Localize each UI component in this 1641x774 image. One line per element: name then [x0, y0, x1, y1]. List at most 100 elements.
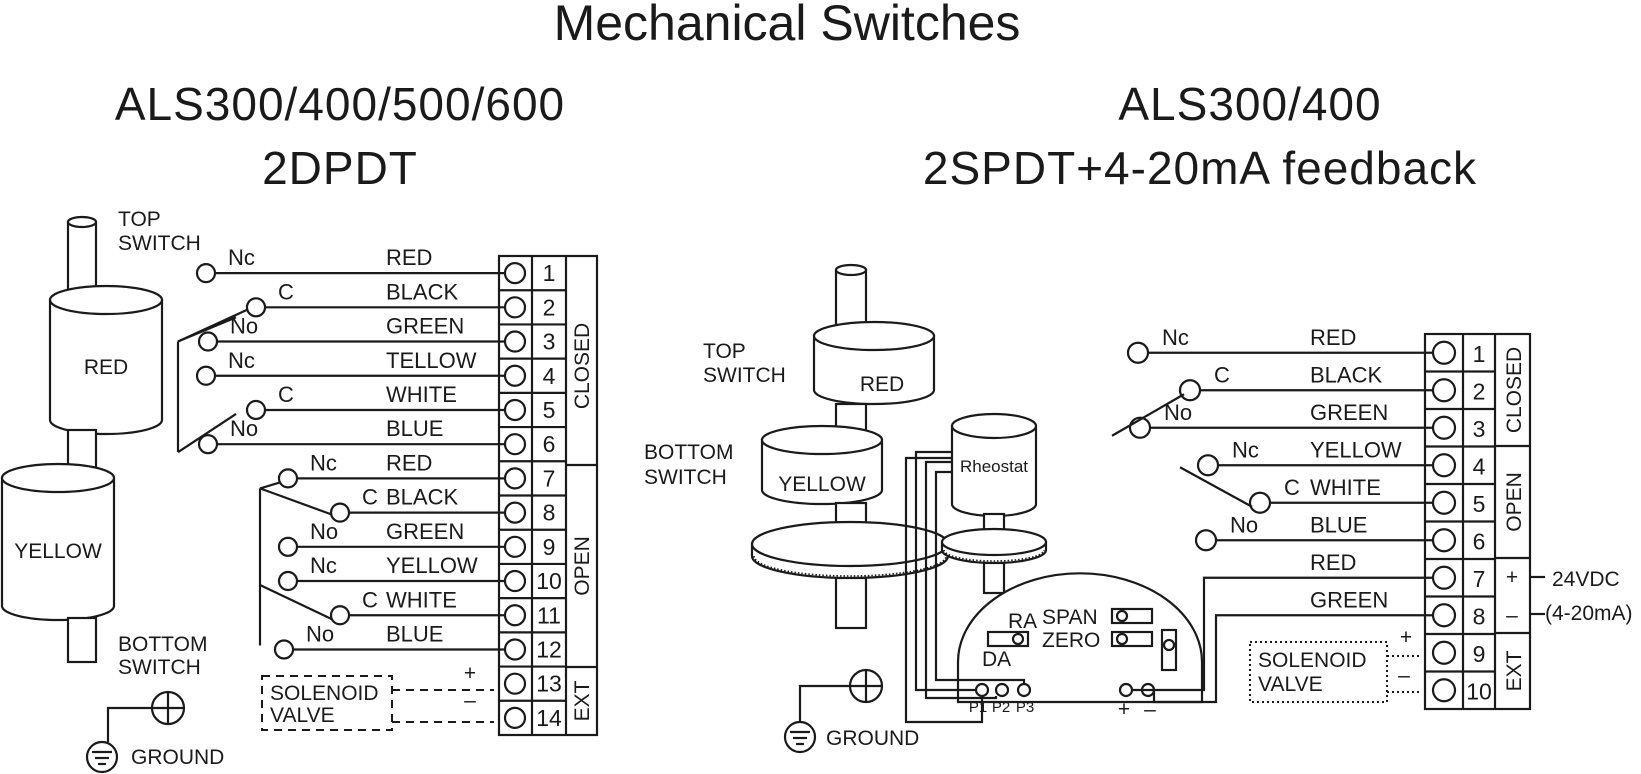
contact-label: C — [278, 279, 294, 304]
left-switch-assembly: RED YELLOW — [0, 215, 164, 664]
right-top-switch-label: TOP — [703, 340, 746, 363]
wire-color-label: BLACK — [1310, 362, 1382, 387]
terminal-screw — [1431, 528, 1457, 553]
terminal-screw — [1431, 565, 1457, 590]
wire-color-label: BLUE — [1310, 512, 1367, 537]
left-solenoid-label: SOLENOID — [270, 682, 379, 705]
switch-contact — [277, 570, 299, 592]
terminal-screw — [503, 535, 527, 558]
wire-color-label: BLACK — [386, 279, 458, 304]
left-diagram: TOP SWITCH BOTTOM SWITCH RED YELLOW — [0, 208, 599, 774]
right-top-switch-label: SWITCH — [703, 364, 786, 387]
feedback-board: SPAN ZERO RA DA P1 P2 P3 + – — [956, 572, 1204, 721]
terminal-number: 6 — [543, 431, 556, 457]
left-group-closed: CLOSED — [571, 323, 594, 409]
terminal-number: 4 — [1473, 453, 1486, 479]
right-switch-assembly: RED YELLOW Rheostat — [750, 263, 1048, 630]
terminal-number: 14 — [536, 705, 562, 731]
wire-color-label: YELLOW — [1310, 437, 1402, 462]
terminal-number: 5 — [1473, 491, 1486, 517]
terminal-screw — [503, 604, 527, 627]
terminal-screw — [503, 569, 527, 593]
board-p3-label: P3 — [1016, 699, 1034, 716]
terminal-number: 8 — [543, 500, 556, 526]
right-cam-bottom-label: YELLOW — [778, 473, 866, 496]
terminal-screw — [503, 296, 527, 319]
right-ground-label: GROUND — [826, 727, 919, 750]
wire-color-label: RED — [386, 450, 432, 475]
contact-label: No — [310, 519, 338, 544]
terminal-screw — [1431, 378, 1457, 403]
wire-color-label: WHITE — [386, 382, 457, 407]
board-ra-label: RA — [1008, 610, 1037, 633]
terminal-number: 8 — [1473, 603, 1486, 629]
wire-color-label: TELLOW — [386, 348, 477, 373]
wire-color-label: GREEN — [1310, 400, 1388, 425]
right-bottom-switch-label: SWITCH — [644, 466, 727, 489]
page-title: Mechanical Switches — [554, 0, 1021, 51]
terminal-number: 9 — [1473, 641, 1486, 667]
contact-label: C — [362, 587, 378, 612]
terminal-screw — [1431, 415, 1457, 440]
right-supply-signal: (4-20mA) — [1545, 602, 1633, 625]
contact-label: No — [306, 621, 334, 646]
left-ground-label: GROUND — [131, 746, 224, 769]
terminal-number: 10 — [536, 568, 562, 594]
switch-contact — [273, 639, 295, 660]
left-solenoid-minus: – — [464, 689, 476, 712]
terminal-number: 13 — [536, 671, 562, 697]
right-solenoid-label: VALVE — [1258, 673, 1323, 696]
wire-color-label: BLACK — [386, 485, 458, 510]
left-ground: GROUND — [85, 690, 224, 774]
right-diagram: TOP SWITCH BOTTOM SWITCH RED YELLOW Rheo… — [644, 263, 1633, 754]
terminal-number: 3 — [1473, 416, 1486, 442]
terminal-screw — [503, 638, 527, 661]
terminal-number: 11 — [537, 602, 561, 628]
switch-contact — [1194, 529, 1218, 552]
contact-label: C — [1284, 475, 1300, 500]
terminal-number: 7 — [543, 465, 556, 491]
right-polarity-minus: – — [1506, 604, 1518, 627]
right-group-open: OPEN — [1503, 472, 1526, 532]
left-bottom-switch-label: SWITCH — [118, 656, 201, 679]
terminal-screw — [503, 262, 527, 285]
switch-contact — [1196, 454, 1220, 477]
contact-label: Nc — [1232, 437, 1259, 462]
terminal-screw — [503, 706, 527, 729]
left-cam-bottom-label: YELLOW — [14, 540, 102, 563]
terminal-screw — [1431, 603, 1457, 628]
left-group-ext: EXT — [571, 680, 594, 721]
left-top-switch-label: TOP — [118, 208, 161, 231]
right-group-ext: EXT — [1503, 650, 1526, 691]
contact-label: No — [230, 416, 258, 441]
contact-label: Nc — [228, 245, 255, 270]
terminal-number: 9 — [543, 534, 556, 560]
board-p1-label: P1 — [969, 699, 987, 716]
switch-contact — [195, 365, 217, 386]
terminal-screw — [503, 501, 527, 524]
switch-contact — [277, 536, 299, 557]
terminal-screw — [1431, 340, 1457, 365]
terminal-number: 1 — [543, 260, 556, 286]
left-solenoid-label: VALVE — [270, 704, 335, 727]
terminal-screw — [1431, 678, 1457, 703]
wire-color-label: RED — [1310, 550, 1356, 575]
contact-label: Nc — [310, 553, 337, 578]
wire-color-label: GREEN — [1310, 587, 1388, 612]
wire-color-label: WHITE — [386, 587, 457, 612]
terminal-screw — [503, 330, 527, 353]
terminal-number: 6 — [1473, 528, 1486, 554]
terminal-number: 4 — [543, 363, 556, 389]
terminal-number: 2 — [1473, 378, 1486, 404]
wire-color-label: GREEN — [386, 519, 464, 544]
terminal-screw — [503, 467, 527, 490]
right-cam-top-label: RED — [860, 373, 904, 396]
right-solenoid-minus: – — [1398, 664, 1410, 687]
left-top-switch-label: SWITCH — [118, 232, 201, 255]
terminal-screw — [503, 364, 527, 387]
board-zero-label: ZERO — [1042, 629, 1100, 652]
terminal-number: 1 — [1473, 341, 1486, 367]
terminal-screw — [1431, 640, 1457, 665]
